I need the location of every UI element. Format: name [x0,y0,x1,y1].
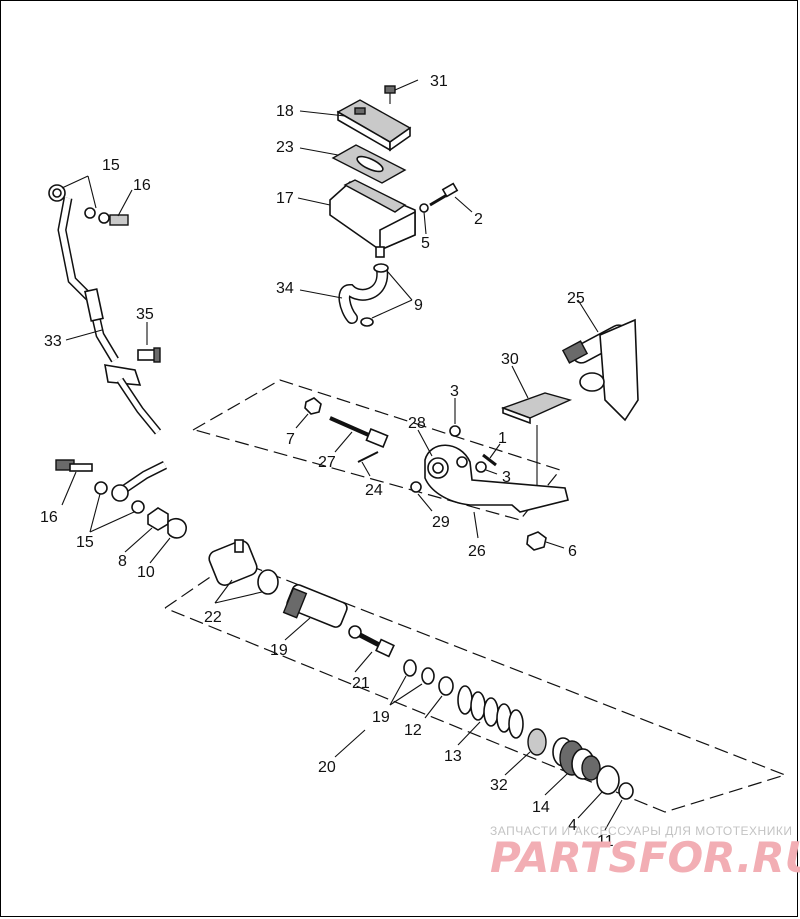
callout-30: 30 [501,351,519,368]
part-banjo-bolt-16 [55,459,93,472]
watermark-tagline: ЗАПЧАСТИ И АКСЕССУАРЫ ДЛЯ МОТОТЕХНИКИ [490,824,792,838]
callout-14: 14 [532,799,550,816]
part-screw-31 [384,85,396,104]
callout-18: 18 [276,103,294,120]
callout-19-upper: 19 [270,642,288,659]
callout-15-lower: 15 [76,534,94,551]
callout-2: 2 [474,211,483,228]
part-seal-19c [421,667,435,685]
part-brake-lever-26 [424,444,569,513]
part-piston-19 [282,584,348,628]
callout-28: 28 [408,415,426,432]
callout-26: 26 [468,543,486,560]
watermark-brand: PARTSFOR.RU [490,833,800,882]
part-nut-7 [304,397,322,415]
part-switch-35 [137,347,161,363]
part-hose [338,263,389,327]
part-spring-13 [457,685,524,739]
leader-lines [61,79,623,831]
callout-22: 22 [204,609,222,626]
part-boot-14 [552,737,601,781]
part-cylinder-body-22 [208,539,279,595]
callout-19-lower: 19 [372,709,390,726]
callout-29: 29 [432,514,450,531]
callout-16-lower: 16 [40,509,58,526]
callout-20: 20 [318,759,336,776]
callout-11: 11 [597,833,614,850]
part-ring-12 [438,676,454,696]
part-nut-6 [526,531,547,551]
part-plate-4 [596,765,620,795]
part-banjo-fitting [111,460,168,502]
part-pin-1 [482,453,497,467]
callout-16-upper: 16 [133,177,151,194]
part-pedal-shaft-25 [561,318,639,422]
callout-4: 4 [568,817,577,834]
callout-12: 12 [404,722,422,739]
callout-24: 24 [365,482,383,499]
callout-35: 35 [136,306,154,323]
part-reservoir-cover [336,99,412,152]
part-pushrod-21 [348,625,395,658]
part-washer-5 [419,203,429,213]
callout-23: 23 [276,139,294,156]
part-clamp-9b [360,317,374,327]
callout-1: 1 [498,430,507,447]
part-screw-2 [429,182,459,207]
callout-15-upper: 15 [102,157,120,174]
part-pin-24 [357,451,379,463]
callout-3-lower: 3 [502,469,511,486]
part-washer-15b [131,500,145,514]
callout-25: 25 [567,290,585,307]
part-pedal-pad-30 [500,392,573,490]
callout-33: 33 [44,333,62,350]
part-washer-3a [449,425,461,437]
callout-17: 17 [276,190,294,207]
part-lockplate-10 [167,518,187,539]
part-nut-8 [147,507,169,531]
callout-8: 8 [118,553,127,570]
part-clamp-9a [373,263,389,273]
part-washer-29 [410,481,422,493]
part-washer-3b [475,461,487,473]
callout-5: 5 [421,235,430,252]
callout-27: 27 [318,454,336,471]
part-seal-19b [403,659,417,677]
callout-3-upper: 3 [450,383,459,400]
callout-21: 21 [352,675,370,692]
callout-7: 7 [286,431,295,448]
callout-6: 6 [568,543,577,560]
callout-13: 13 [444,748,462,765]
lower-assembly-boundary [164,559,787,813]
callout-9: 9 [414,297,423,314]
part-disc-32 [527,728,547,756]
callout-32: 32 [490,777,508,794]
part-reservoir-body [329,179,416,258]
callout-31: 31 [430,73,448,90]
part-washer-15a [94,481,108,495]
callout-34: 34 [276,280,294,297]
callout-10: 10 [137,564,155,581]
part-ring-11 [618,782,634,800]
part-gasket [331,144,407,184]
part-pushrod-27 [329,416,389,448]
part-brake-line [48,184,162,435]
